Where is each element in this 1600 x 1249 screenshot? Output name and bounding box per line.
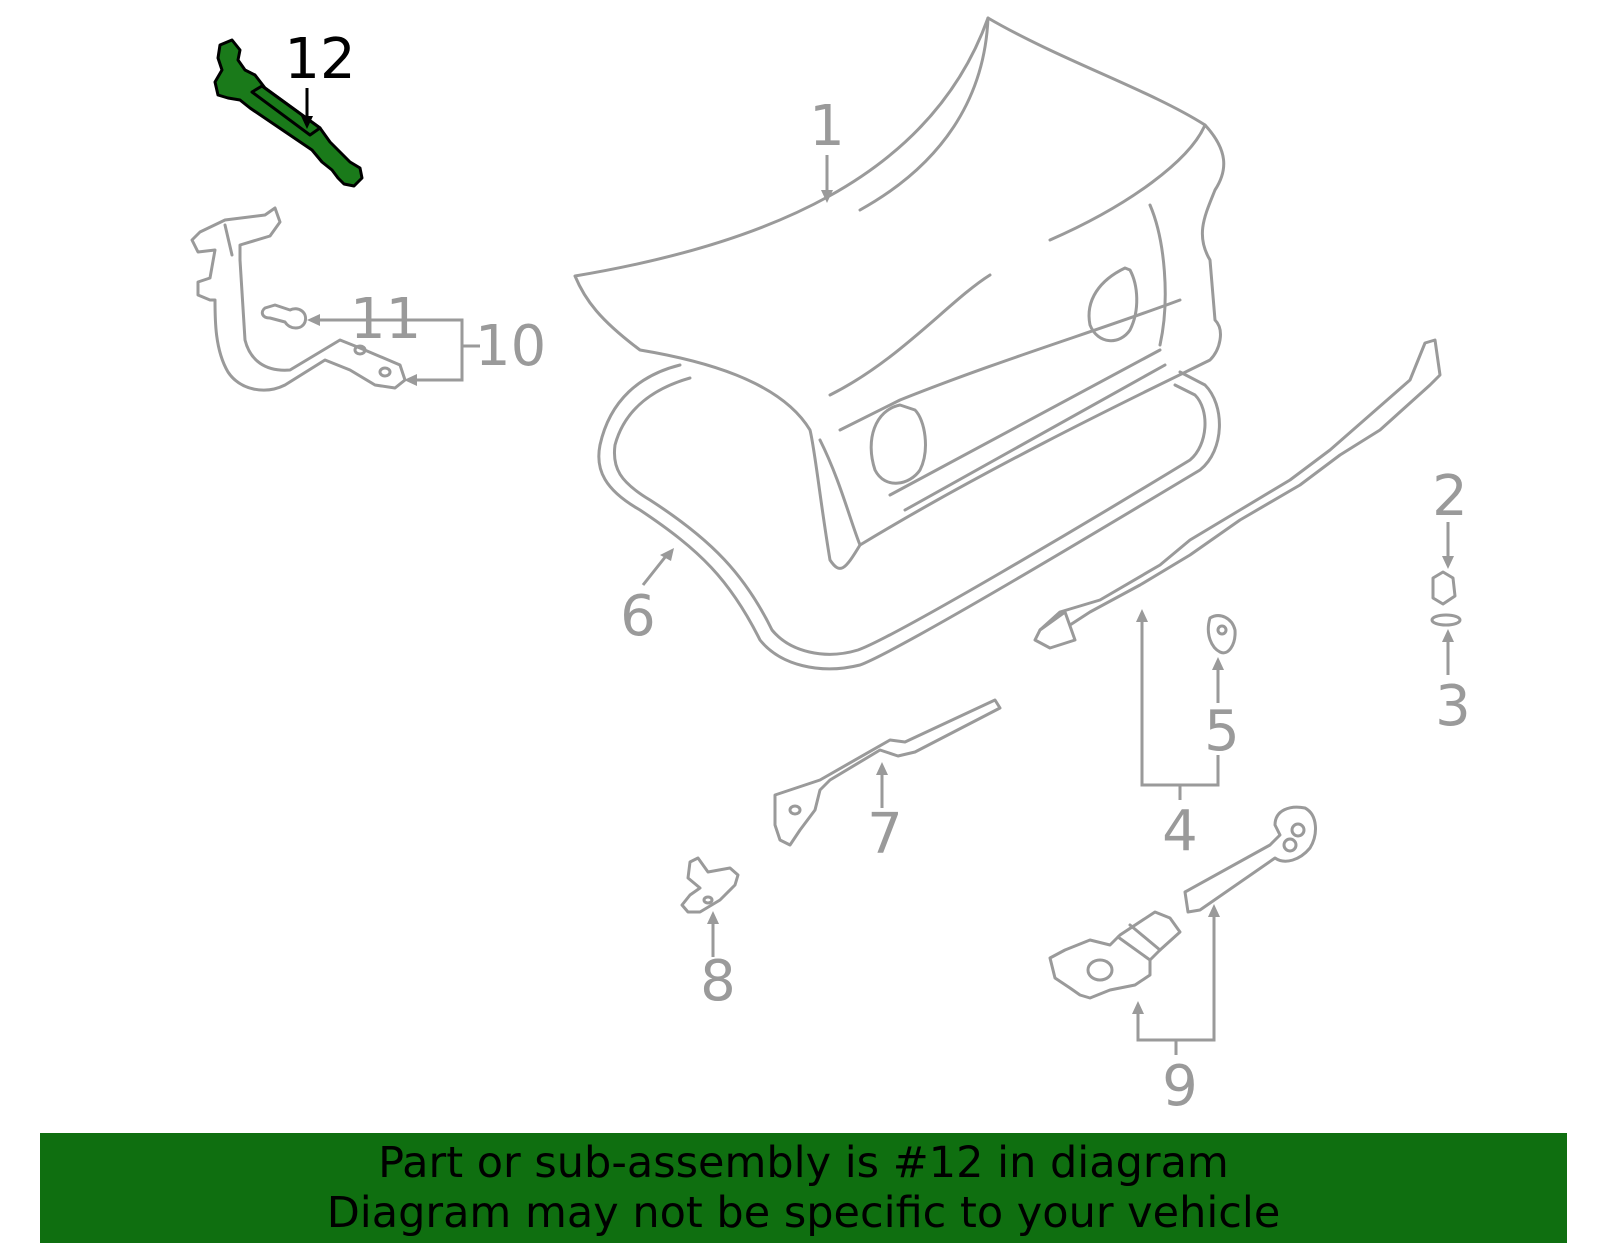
callout-9: 9 bbox=[1162, 1054, 1198, 1119]
callout-5: 5 bbox=[1204, 699, 1240, 764]
hinge bbox=[190, 206, 407, 392]
callout-6: 6 bbox=[620, 584, 656, 649]
weatherstrip bbox=[597, 363, 1221, 671]
callout-7: 7 bbox=[867, 802, 903, 867]
info-banner: Part or sub-assembly is #12 in diagram D… bbox=[40, 1133, 1567, 1243]
key bbox=[1183, 805, 1317, 914]
callout-10: 10 bbox=[475, 314, 546, 379]
banner-line-1: Part or sub-assembly is #12 in diagram bbox=[378, 1138, 1229, 1188]
banner-line-2: Diagram may not be specific to your vehi… bbox=[326, 1188, 1281, 1238]
callout-3: 3 bbox=[1435, 674, 1471, 739]
leaders bbox=[301, 88, 1454, 1055]
callout-2: 2 bbox=[1432, 464, 1468, 529]
grommet bbox=[1430, 613, 1462, 627]
bolt bbox=[260, 303, 308, 330]
clip bbox=[1206, 614, 1237, 655]
callouts: 1 2 3 4 5 6 7 8 9 10 11 12 bbox=[284, 27, 1470, 1119]
bumper-stop bbox=[1431, 570, 1457, 606]
latch-rod bbox=[773, 698, 1002, 847]
molding bbox=[1033, 338, 1442, 650]
trunk-lid bbox=[573, 16, 1226, 570]
callout-1: 1 bbox=[809, 94, 845, 159]
lock-cylinder bbox=[1048, 910, 1182, 1000]
callout-4: 4 bbox=[1162, 799, 1198, 864]
callout-11: 11 bbox=[350, 287, 421, 352]
lift-support bbox=[213, 38, 364, 188]
bracket bbox=[680, 856, 740, 914]
callout-12: 12 bbox=[284, 27, 355, 92]
callout-8: 8 bbox=[700, 949, 736, 1014]
